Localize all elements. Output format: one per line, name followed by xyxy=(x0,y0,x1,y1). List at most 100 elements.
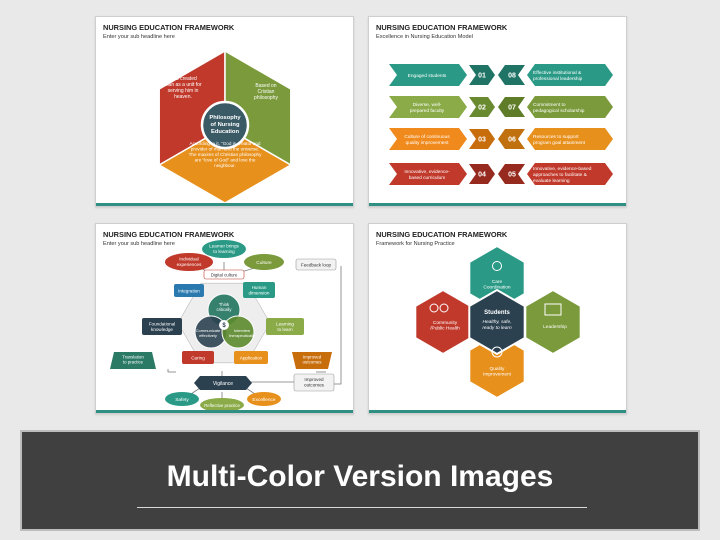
banner-title: Multi-Color Version Images xyxy=(166,460,554,493)
improved-outcomes-shape xyxy=(292,352,332,369)
banner-divider xyxy=(137,507,587,508)
right-number: 06 xyxy=(508,137,516,144)
left-number-badge xyxy=(469,129,495,149)
application-label: Application xyxy=(240,355,263,360)
individual-bubble xyxy=(165,253,213,271)
connector-line xyxy=(167,369,176,373)
integration-label: Integration xyxy=(178,288,200,293)
left-number: 04 xyxy=(478,172,486,179)
right-chevron xyxy=(527,128,613,150)
left-number-badge xyxy=(469,97,495,117)
quality-gear-icon xyxy=(491,346,503,358)
right-number-badge xyxy=(498,97,525,117)
human-dimension-box xyxy=(243,282,275,298)
students-subtitle: Healthy, safe,ready to learn xyxy=(482,319,512,331)
multi-color-banner: Multi-Color Version Images xyxy=(20,430,700,531)
slide-title: NURSING EDUCATION FRAMEWORK xyxy=(103,230,235,239)
left-number-badge xyxy=(469,65,495,85)
vigilance-label: Vigilance xyxy=(213,381,233,387)
digital-culture-box xyxy=(203,269,245,280)
slide-title: NURSING EDUCATION FRAMEWORK xyxy=(376,230,508,239)
people-icon xyxy=(429,303,439,313)
integration-box xyxy=(174,284,204,297)
slide-thumbnail-philosophy[interactable]: NURSING EDUCATION FRAMEWORK Enter your s… xyxy=(95,16,354,207)
learning-to-learn-box xyxy=(266,318,304,335)
left-number: 01 xyxy=(478,73,486,80)
application-box xyxy=(234,351,268,364)
students-title: Students xyxy=(484,310,510,316)
safety-label: Safety xyxy=(175,397,189,403)
slide-accent-bar xyxy=(96,410,353,413)
right-chevron xyxy=(527,163,613,185)
right-number: 07 xyxy=(508,105,516,112)
feedback-label: Feedback loop xyxy=(301,262,332,267)
feedback-line xyxy=(328,266,342,385)
foundational-knowledge-box xyxy=(142,318,182,335)
culture-bubble xyxy=(244,254,284,270)
culture-label: Culture xyxy=(256,260,272,266)
slide-subtitle: Excellence in Nursing Education Model xyxy=(376,34,474,40)
excellence-oval xyxy=(247,392,281,406)
left-chevron xyxy=(389,128,467,150)
team-icon xyxy=(492,261,502,271)
slide-title: NURSING EDUCATION FRAMEWORK xyxy=(376,23,508,32)
right-chevron xyxy=(527,64,613,86)
interview-circle xyxy=(221,315,255,349)
right-number-badge xyxy=(498,65,525,85)
vigilance-hexagon xyxy=(194,376,252,390)
slide-thumbnail-flow-diagram[interactable]: NURSING EDUCATION FRAMEWORK Enter your s… xyxy=(95,223,354,414)
left-chevron xyxy=(389,96,467,118)
center-symbol: $ xyxy=(222,323,226,329)
right-chevron xyxy=(527,96,613,118)
learner-bubble xyxy=(202,240,246,258)
leadership-label: Leadership xyxy=(543,324,567,330)
leadership-icon xyxy=(544,303,562,316)
feedback-box xyxy=(295,258,337,271)
left-item-text: Engaged students xyxy=(408,73,447,79)
reflective-oval xyxy=(200,398,244,412)
right-number-badge xyxy=(498,129,525,149)
right-number: 05 xyxy=(508,172,516,179)
improved-outcomes-box xyxy=(293,373,335,392)
excellence-label: Excellence xyxy=(252,397,276,403)
slide-thumbnail-excellence-model[interactable]: NURSING EDUCATION FRAMEWORK Excellence i… xyxy=(368,16,627,207)
right-item-text: Effective institutional &professional le… xyxy=(533,70,583,82)
people-icon xyxy=(439,303,449,313)
reflective-label: Reflective practice xyxy=(204,403,240,408)
slide-subtitle: Framework for Nursing Practice xyxy=(376,241,455,247)
caring-label: Caring xyxy=(191,355,205,360)
community-label: Community/Public Health xyxy=(430,320,460,332)
slide-accent-bar xyxy=(369,410,626,413)
left-number-badge xyxy=(469,164,495,184)
slide-title: NURSING EDUCATION FRAMEWORK xyxy=(103,23,235,32)
caring-box xyxy=(182,351,214,364)
left-item-text: Innovative, evidence-based curriculum xyxy=(404,169,450,181)
slide-thumbnail-practice-framework[interactable]: NURSING EDUCATION FRAMEWORK Framework fo… xyxy=(368,223,627,414)
left-number: 02 xyxy=(478,105,486,112)
slide-subtitle: Enter your sub headline here xyxy=(103,241,175,247)
left-chevron xyxy=(389,64,467,86)
quality-hexagon xyxy=(468,332,526,400)
left-chevron xyxy=(389,163,467,185)
digital-culture-label: Digital culture xyxy=(211,272,238,277)
